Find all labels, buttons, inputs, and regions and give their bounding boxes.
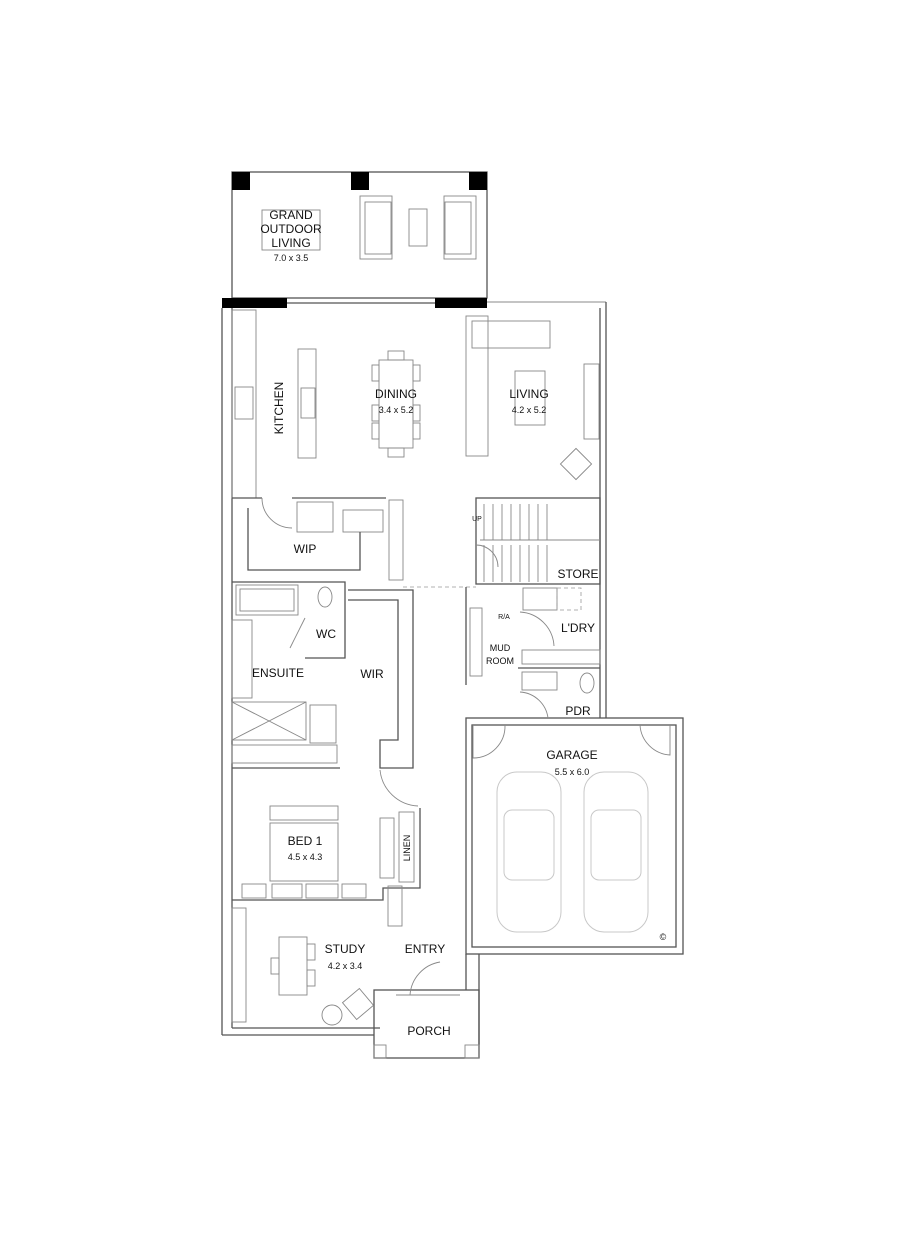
kitchen-label: KITCHEN — [272, 382, 286, 435]
outdoor-table — [261, 209, 321, 251]
porch-label: PORCH — [407, 1024, 450, 1038]
wip-label: WIP — [294, 542, 317, 556]
ensuite-label: ENSUITE — [252, 666, 304, 680]
study-area — [231, 907, 441, 1026]
bed1-label: BED 1 — [288, 834, 323, 848]
sink — [300, 387, 316, 419]
living-size: 4.2 x 5.2 — [512, 405, 547, 415]
outdoor-label: LIVING — [271, 236, 310, 250]
kitchen-island — [297, 348, 317, 459]
toilet — [317, 586, 333, 608]
outdoor-label: GRAND — [269, 208, 313, 222]
linen-cupboard — [398, 811, 415, 883]
wc-label: WC — [316, 627, 336, 641]
dining-table — [371, 350, 421, 458]
outdoor-living-area — [231, 171, 488, 299]
kitchen-bench — [231, 309, 257, 499]
armchair — [559, 447, 593, 481]
garage-area — [472, 724, 671, 933]
living-furniture — [465, 315, 600, 481]
desk — [278, 936, 308, 996]
ra-label: R/A — [498, 614, 510, 621]
dining-label: DINING — [375, 387, 417, 401]
linen-label: LINEN — [402, 835, 412, 862]
mudroom-label: MUD — [490, 643, 511, 653]
dining-size: 3.4 x 5.2 — [379, 405, 414, 415]
bed-1-area — [232, 769, 421, 927]
wir-label: WIR — [360, 667, 384, 681]
copyright-mark: © — [660, 932, 667, 942]
outdoor-label: OUTDOOR — [260, 222, 322, 236]
post — [469, 172, 487, 190]
outdoor-sofa — [443, 195, 477, 260]
entry-label: ENTRY — [405, 942, 445, 956]
door-swing — [261, 497, 293, 529]
kitchen-area — [231, 309, 404, 581]
sofa — [465, 315, 489, 457]
fridge — [296, 501, 334, 533]
vanity — [231, 619, 253, 699]
door-swing — [289, 617, 306, 649]
living-label: LIVING — [509, 387, 548, 401]
pdr-label: PDR — [565, 704, 591, 718]
garage-label: GARAGE — [546, 748, 597, 762]
study-size: 4.2 x 3.4 — [328, 961, 363, 971]
study-label: STUDY — [325, 942, 366, 956]
coffee-table — [408, 208, 428, 247]
post — [351, 172, 369, 190]
tv-unit — [583, 363, 600, 440]
car — [583, 771, 649, 933]
bathtub — [235, 584, 299, 616]
armchair — [341, 987, 375, 1021]
mud-bench — [469, 607, 483, 677]
basin — [521, 671, 558, 691]
entry-door[interactable] — [409, 961, 441, 996]
toilet — [579, 672, 595, 694]
laundry-label: L'DRY — [561, 621, 595, 635]
staircase — [475, 497, 601, 585]
porch-area — [373, 989, 480, 1059]
mudroom-label: ROOM — [486, 656, 514, 666]
car — [496, 771, 562, 933]
garage-size: 5.5 x 6.0 — [555, 767, 590, 777]
bed1-size: 4.5 x 4.3 — [288, 852, 323, 862]
room-labels: GRAND OUTDOOR LIVING 7.0 x 3.5 KITCHEN D… — [252, 208, 667, 1038]
outdoor-size: 7.0 x 3.5 — [274, 253, 309, 263]
bed — [269, 822, 339, 882]
ensuite-area — [231, 581, 414, 769]
store-label: STORE — [557, 567, 598, 581]
shower — [231, 701, 307, 741]
coffee-table — [514, 370, 546, 426]
post — [232, 172, 250, 190]
outdoor-sofa — [359, 195, 393, 260]
laundry-sink — [522, 587, 558, 611]
stairs-up-label: UP — [472, 516, 482, 523]
cooktop — [234, 386, 254, 420]
laundry-area — [465, 587, 601, 719]
